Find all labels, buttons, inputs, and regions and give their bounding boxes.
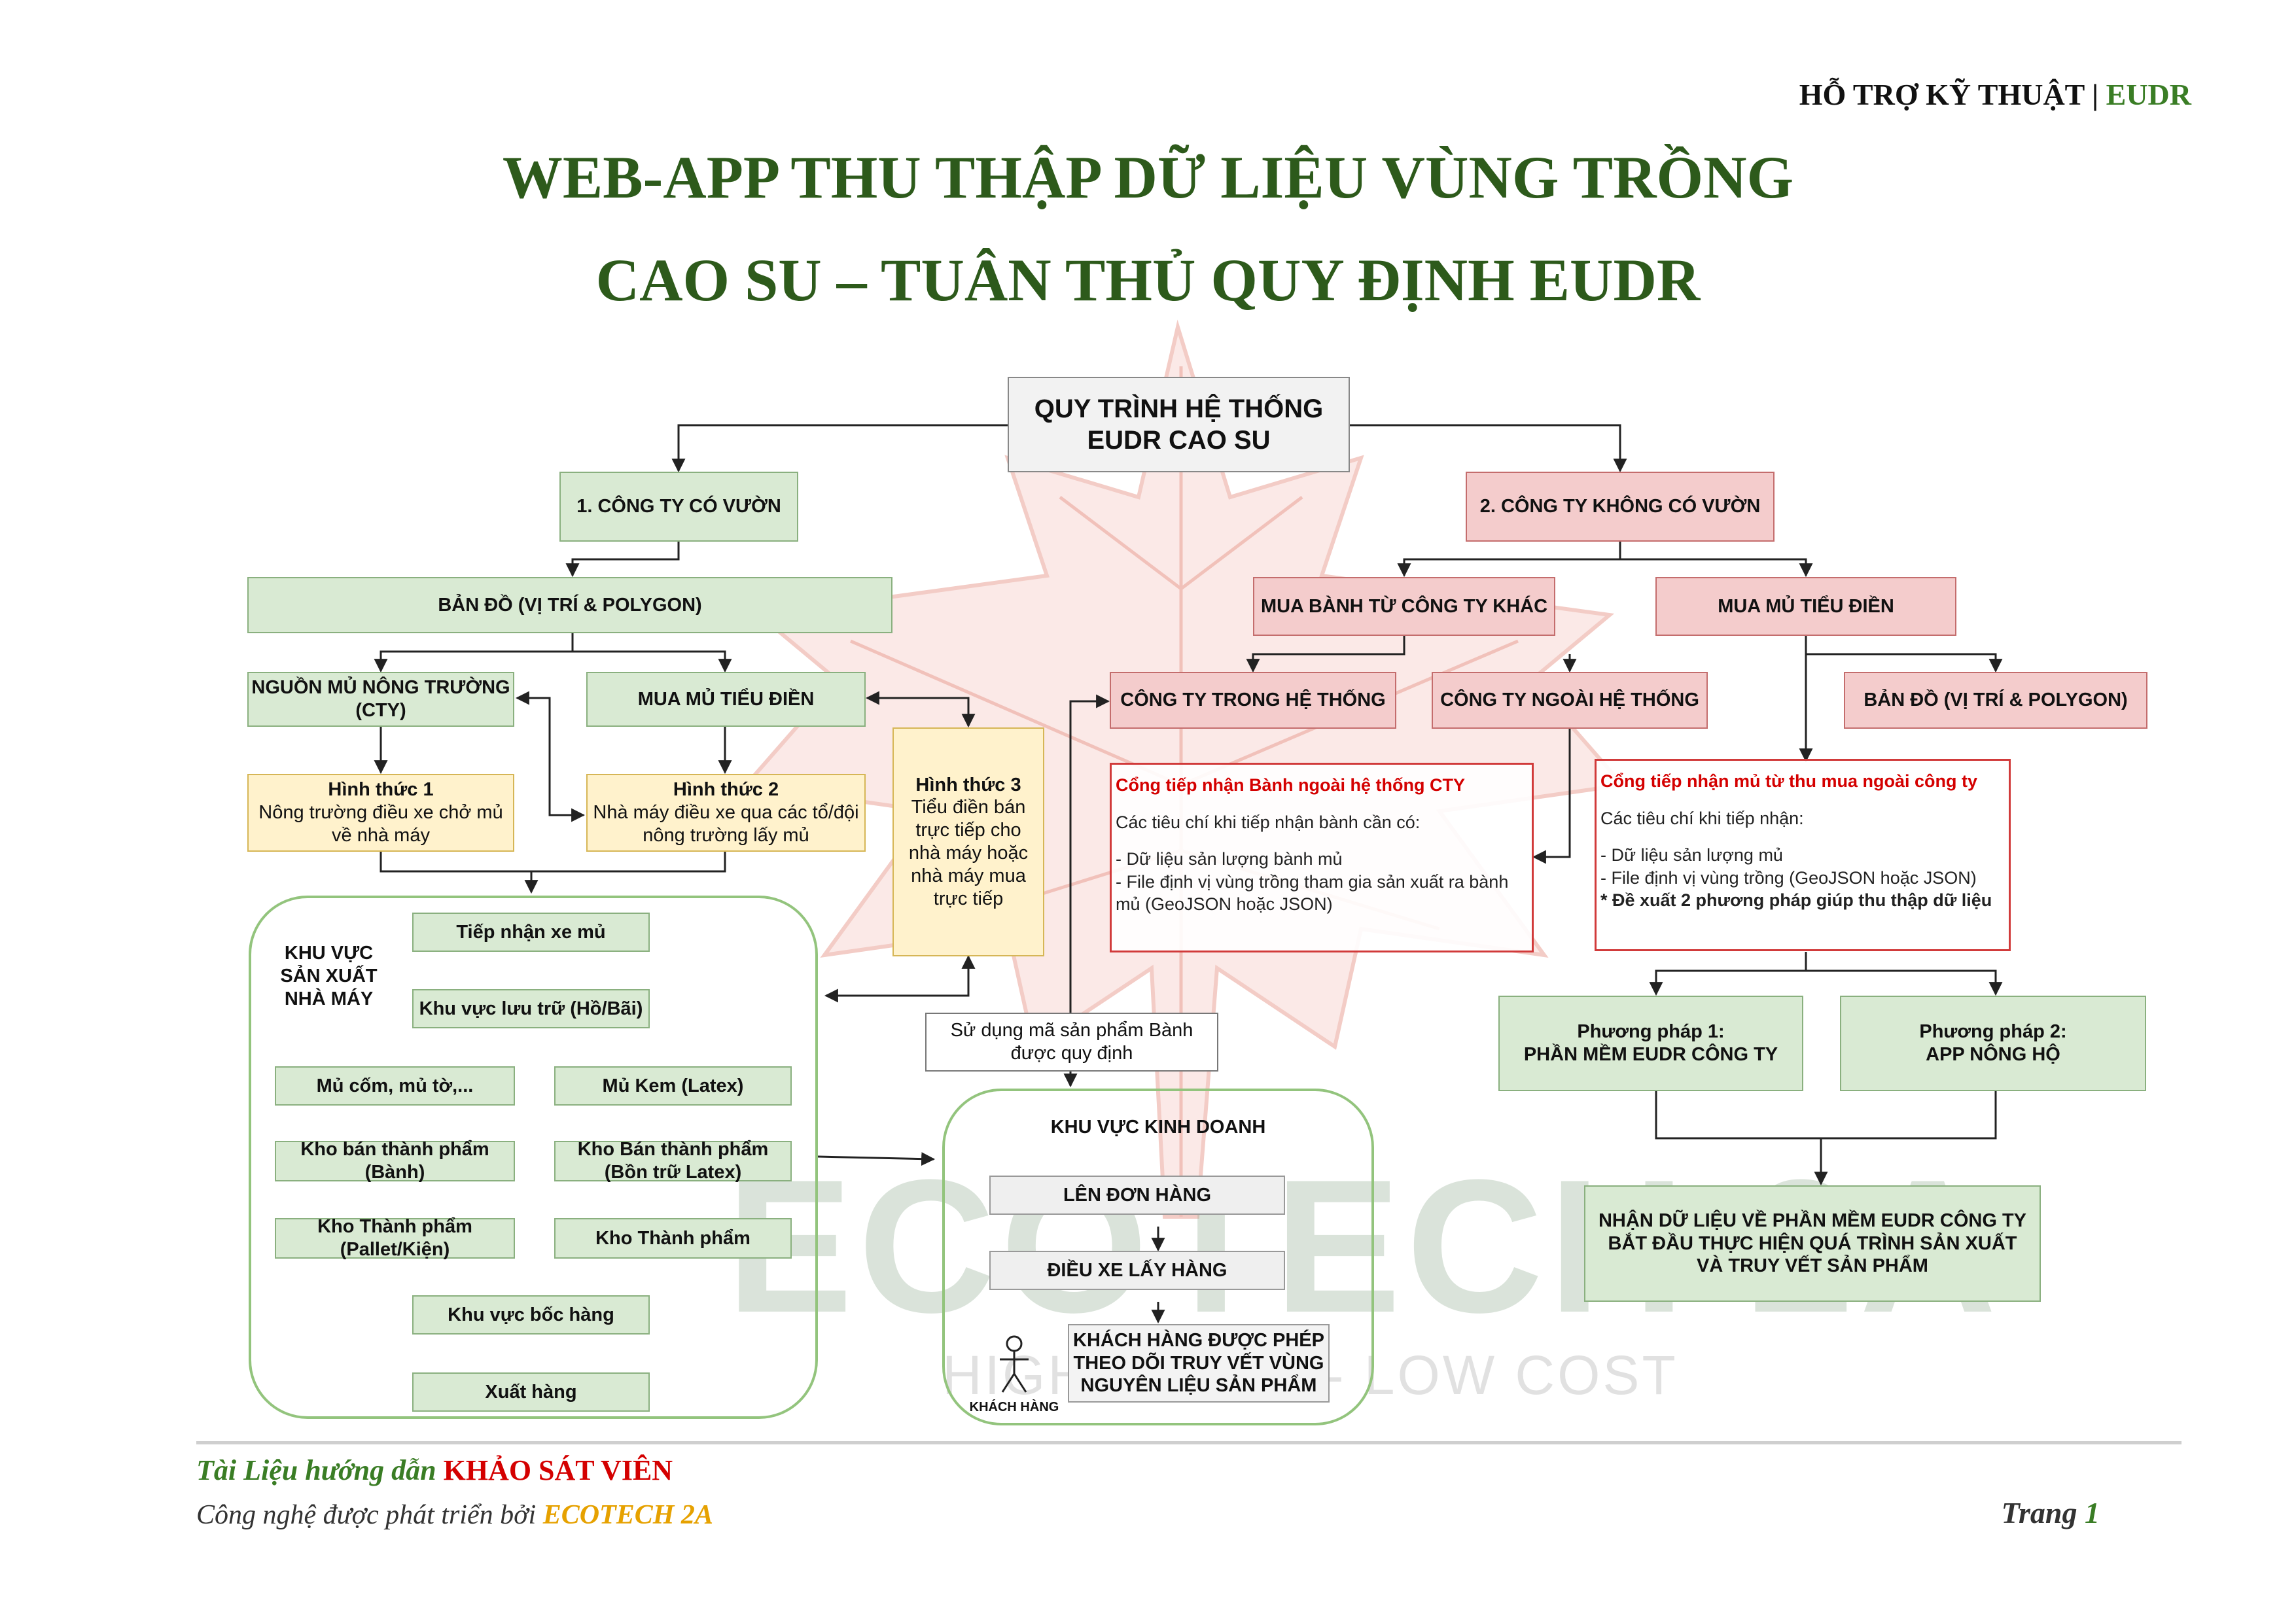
form-3-title: Hình thức 3 [915,774,1021,795]
customer-label: KHÁCH HÀNG [969,1400,1059,1414]
customer-trace-box: KHÁCH HÀNG ĐƯỢC PHÉP THEO DÕI TRUY VẾT V… [1068,1324,1330,1403]
result-box: NHẬN DỮ LIỆU VỀ PHẦN MỀM EUDR CÔNG TY BẮ… [1584,1185,2041,1302]
form-3-text: Tiểu điền bán trực tiếp cho nhà máy hoặc… [908,797,1029,909]
left-map-box: BẢN ĐỒ (VỊ TRÍ & POLYGON) [247,577,892,633]
gate-latex-intro: Các tiêu chí khi tiếp nhận: [1600,808,1804,828]
form-1-title: Hình thức 1 [328,779,434,801]
method-1-title: Phương pháp 1: [1577,1021,1725,1043]
factory-semi-latex-box: Kho Bán thành phẩm (Bồn trữ Latex) [554,1139,792,1183]
method-1-box: Phương pháp 1: PHẦN MỀM EUDR CÔNG TY [1498,996,1803,1091]
form-1-text: Nông trường điều xe chở mủ về nhà máy [258,802,503,846]
form-2-text: Nhà máy điều xe qua các tổ/đội nông trườ… [593,802,859,846]
gate-latex-item-1: - Dữ liệu sản lượng mủ [1600,845,1783,865]
footer-guide: Tài Liệu hướng dẫn KHẢO SÁT VIÊN [196,1454,673,1487]
product-code-box: Sử dụng mã sản phẩm Bành được quy định [925,1013,1218,1072]
gate-latex-proposal: * Đề xuất 2 phương pháp giúp thu thập dữ… [1600,890,1992,911]
form-2-box: Hình thức 2 Nhà máy điều xe qua các tổ/đ… [586,774,866,852]
page-number-value: 1 [2085,1496,2100,1529]
factory-storage-box: Khu vực lưu trữ (Hồ/Bãi) [412,989,650,1028]
page-number: Trang 1 [2002,1495,2100,1530]
gate-sheet-item-1: - Dữ liệu sản lượng bành mủ [1116,849,1343,869]
header-prefix: HỖ TRỢ KỸ THUẬT | [1799,78,2099,111]
right-buy-latex-box: MUA MỦ TIỂU ĐIỀN [1655,577,1956,636]
factory-latex-box: Mủ Kem (Latex) [554,1066,792,1106]
order-box: LÊN ĐƠN HÀNG [989,1176,1285,1215]
footer-developer-accent: ECOTECH 2A [542,1500,713,1530]
header-accent: EUDR [2106,78,2191,111]
factory-export-box: Xuất hàng [412,1372,650,1412]
factory-receive-box: Tiếp nhận xe mủ [412,913,650,952]
title-line-2: CAO SU – TUÂN THỦ QUY ĐỊNH EUDR [595,247,1701,313]
form-1-box: Hình thức 1 Nông trường điều xe chở mủ v… [247,774,514,852]
factory-finished-box: Kho Thành phẩm [554,1218,792,1259]
in-system-box: CÔNG TY TRONG HỆ THỐNG [1110,672,1396,729]
form-3-box: Hình thức 3 Tiểu điền bán trực tiếp cho … [892,727,1044,956]
method-2-title: Phương pháp 2: [1919,1021,2067,1043]
source-farm-box: NGUỒN MỦ NÔNG TRƯỜNG (CTY) [247,672,514,727]
factory-area-label: KHU VỰC SẢN XUẤT NHÀ MÁY [280,943,378,1009]
method-2-text: APP NÔNG HỘ [1926,1044,2060,1065]
footer-divider [196,1441,2181,1444]
right-map-box: BẢN ĐỒ (VỊ TRÍ & POLYGON) [1844,672,2147,729]
gate-latex-note: Cổng tiếp nhận mủ từ thu mua ngoài công … [1595,759,2011,951]
business-area-label: KHU VỰC KINH DOANH [1050,1117,1266,1138]
factory-finished-pallet-box: Kho Thành phẩm (Pallet/Kiện) [275,1216,515,1260]
gate-sheet-note: Cổng tiếp nhận Bành ngoài hệ thống CTY C… [1110,763,1534,952]
customer-icon [1000,1335,1029,1393]
factory-loading-box: Khu vực bốc hàng [412,1295,650,1335]
factory-area [249,896,818,1419]
footer-developer: Công nghệ được phát triển bởi ECOTECH 2A [196,1499,713,1531]
root-process-box: QUY TRÌNH HỆ THỐNG EUDR CAO SU [1008,377,1350,472]
footer-developer-prefix: Công nghệ được phát triển bởi [196,1500,537,1530]
footer-guide-accent: KHẢO SÁT VIÊN [443,1454,673,1486]
gate-sheet-item-2: - File định vị vùng trồng tham gia sản x… [1116,871,1509,915]
company-with-garden-box: 1. CÔNG TY CÓ VƯỜN [559,472,798,542]
method-1-text: PHẦN MỀM EUDR CÔNG TY [1523,1044,1778,1065]
gate-sheet-intro: Các tiêu chí khi tiếp nhận bành cần có: [1116,812,1421,832]
out-system-box: CÔNG TY NGOÀI HỆ THỐNG [1432,672,1708,729]
factory-semi-sheet-box: Kho bán thành phẩm (Bành) [275,1139,515,1183]
left-buy-latex-box: MUA MỦ TIỂU ĐIỀN [586,672,866,727]
company-without-garden-box: 2. CÔNG TY KHÔNG CÓ VƯỜN [1466,472,1775,542]
title-line-1: WEB-APP THU THẬP DỮ LIỆU VÙNG TRỒNG [502,144,1794,211]
factory-crepe-box: Mủ cốm, mủ tờ,... [275,1066,515,1106]
gate-latex-item-2: - File định vị vùng trồng (GeoJSON hoặc … [1600,867,1977,888]
footer-guide-prefix: Tài Liệu hướng dẫn [196,1454,436,1486]
page-label: Trang [2001,1496,2077,1529]
gate-sheet-title: Cổng tiếp nhận Bành ngoài hệ thống CTY [1116,775,1465,795]
method-2-box: Phương pháp 2: APP NÔNG HỘ [1840,996,2146,1091]
dispatch-box: ĐIỀU XE LẤY HÀNG [989,1251,1285,1290]
business-area [942,1089,1374,1425]
gate-latex-title: Cổng tiếp nhận mủ từ thu mua ngoài công … [1600,771,1978,791]
buy-sheet-box: MUA BÀNH TỪ CÔNG TY KHÁC [1253,577,1555,636]
page-header: HỖ TRỢ KỸ THUẬT | EUDR [1799,77,2191,112]
form-2-title: Hình thức 2 [673,779,779,801]
